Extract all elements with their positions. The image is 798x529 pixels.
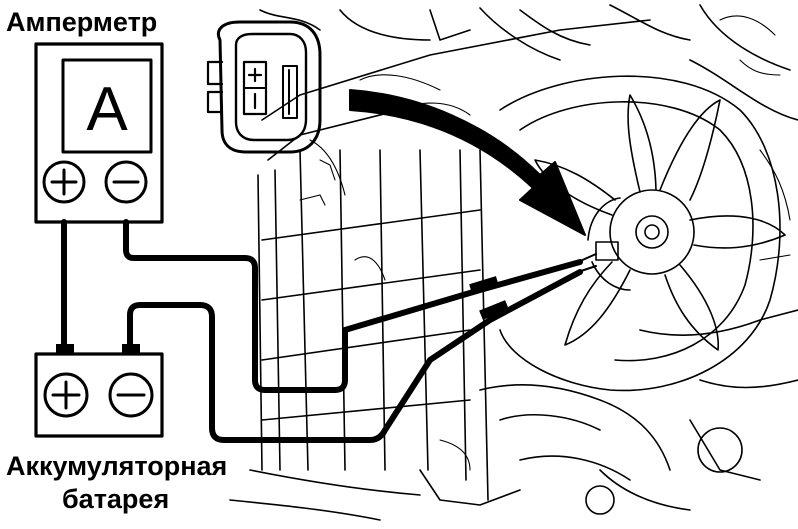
ammeter-symbol: A xyxy=(86,75,128,144)
lower-components xyxy=(229,149,798,521)
pointer-arrow-icon xyxy=(349,89,586,236)
upper-hoses xyxy=(259,4,798,121)
battery-label-line2: батарея xyxy=(62,484,169,514)
plus-terminal-icon xyxy=(43,372,89,418)
plus-terminal-icon xyxy=(42,160,86,204)
battery-label-line1: Аккумуляторная xyxy=(6,451,227,481)
test-leads xyxy=(61,219,597,443)
ammeter: A xyxy=(34,42,164,224)
minus-terminal-icon xyxy=(104,160,148,204)
battery xyxy=(34,344,164,438)
cooling-fan xyxy=(499,75,786,392)
engine-bay-illustration xyxy=(229,4,798,521)
fan-motor-connector-icon xyxy=(206,20,322,154)
minus-terminal-icon xyxy=(108,372,154,418)
radiator xyxy=(257,19,651,501)
ammeter-label: Амперметр xyxy=(6,7,157,37)
